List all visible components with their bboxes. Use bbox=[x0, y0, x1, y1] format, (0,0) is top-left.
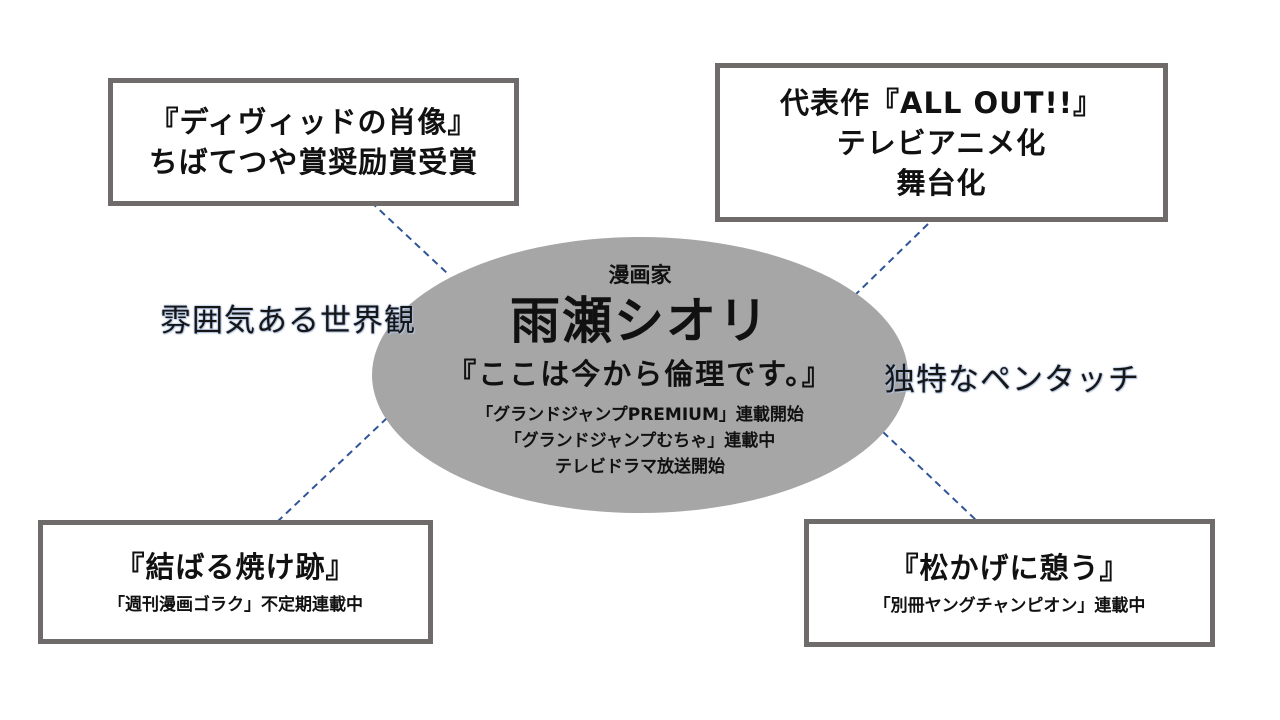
work-box-matsukage: 『松かげに憩う』 「別冊ヤングチャンピオン」連載中 bbox=[804, 519, 1215, 647]
center-role: 漫画家 bbox=[608, 263, 672, 287]
stage-adaptation-text: 舞台化 bbox=[896, 165, 987, 200]
side-label-right: 独特なペンタッチ bbox=[884, 362, 1140, 398]
award-text: ちばてつや賞奨励賞受賞 bbox=[148, 145, 479, 179]
connector-bottom-right bbox=[882, 431, 978, 522]
award-box: 『ディヴィッドの肖像』 ちばてつや賞奨励賞受賞 bbox=[108, 78, 519, 206]
work-serialization: 「別冊ヤングチャンピオン」連載中 bbox=[873, 596, 1146, 616]
work-title: 『結ばる焼け跡』 bbox=[115, 550, 356, 584]
center-detail: テレビドラマ放送開始 bbox=[555, 457, 725, 477]
representative-work-box: 代表作『ALL OUT!!』 テレビアニメ化 舞台化 bbox=[715, 63, 1168, 222]
center-detail: 「グランドジャンプPREMIUM」連載開始 bbox=[476, 405, 804, 425]
work-serialization: 「週刊漫画ゴラク」不定期連載中 bbox=[108, 595, 363, 615]
representative-work-title: 代表作『ALL OUT!!』 bbox=[780, 85, 1103, 120]
work-title: 『松かげに憩う』 bbox=[889, 551, 1130, 585]
connector-top-right bbox=[852, 223, 929, 298]
center-name: 雨瀬シオリ bbox=[510, 292, 770, 350]
center-detail: 「グランドジャンプむちゃ」連載中 bbox=[504, 431, 776, 451]
award-work-title: 『ディヴィッドの肖像』 bbox=[149, 105, 478, 139]
side-label-left: 雰囲気ある世界観 bbox=[160, 303, 416, 339]
center-work-title: 『ここは今から倫理です。』 bbox=[447, 357, 833, 391]
center-ellipse bbox=[372, 237, 908, 513]
connector-top-left bbox=[370, 201, 448, 274]
connector-bottom-left bbox=[276, 417, 388, 523]
anime-adaptation-text: テレビアニメ化 bbox=[836, 125, 1047, 160]
work-box-musubaru: 『結ばる焼け跡』 「週刊漫画ゴラク」不定期連載中 bbox=[38, 520, 433, 644]
